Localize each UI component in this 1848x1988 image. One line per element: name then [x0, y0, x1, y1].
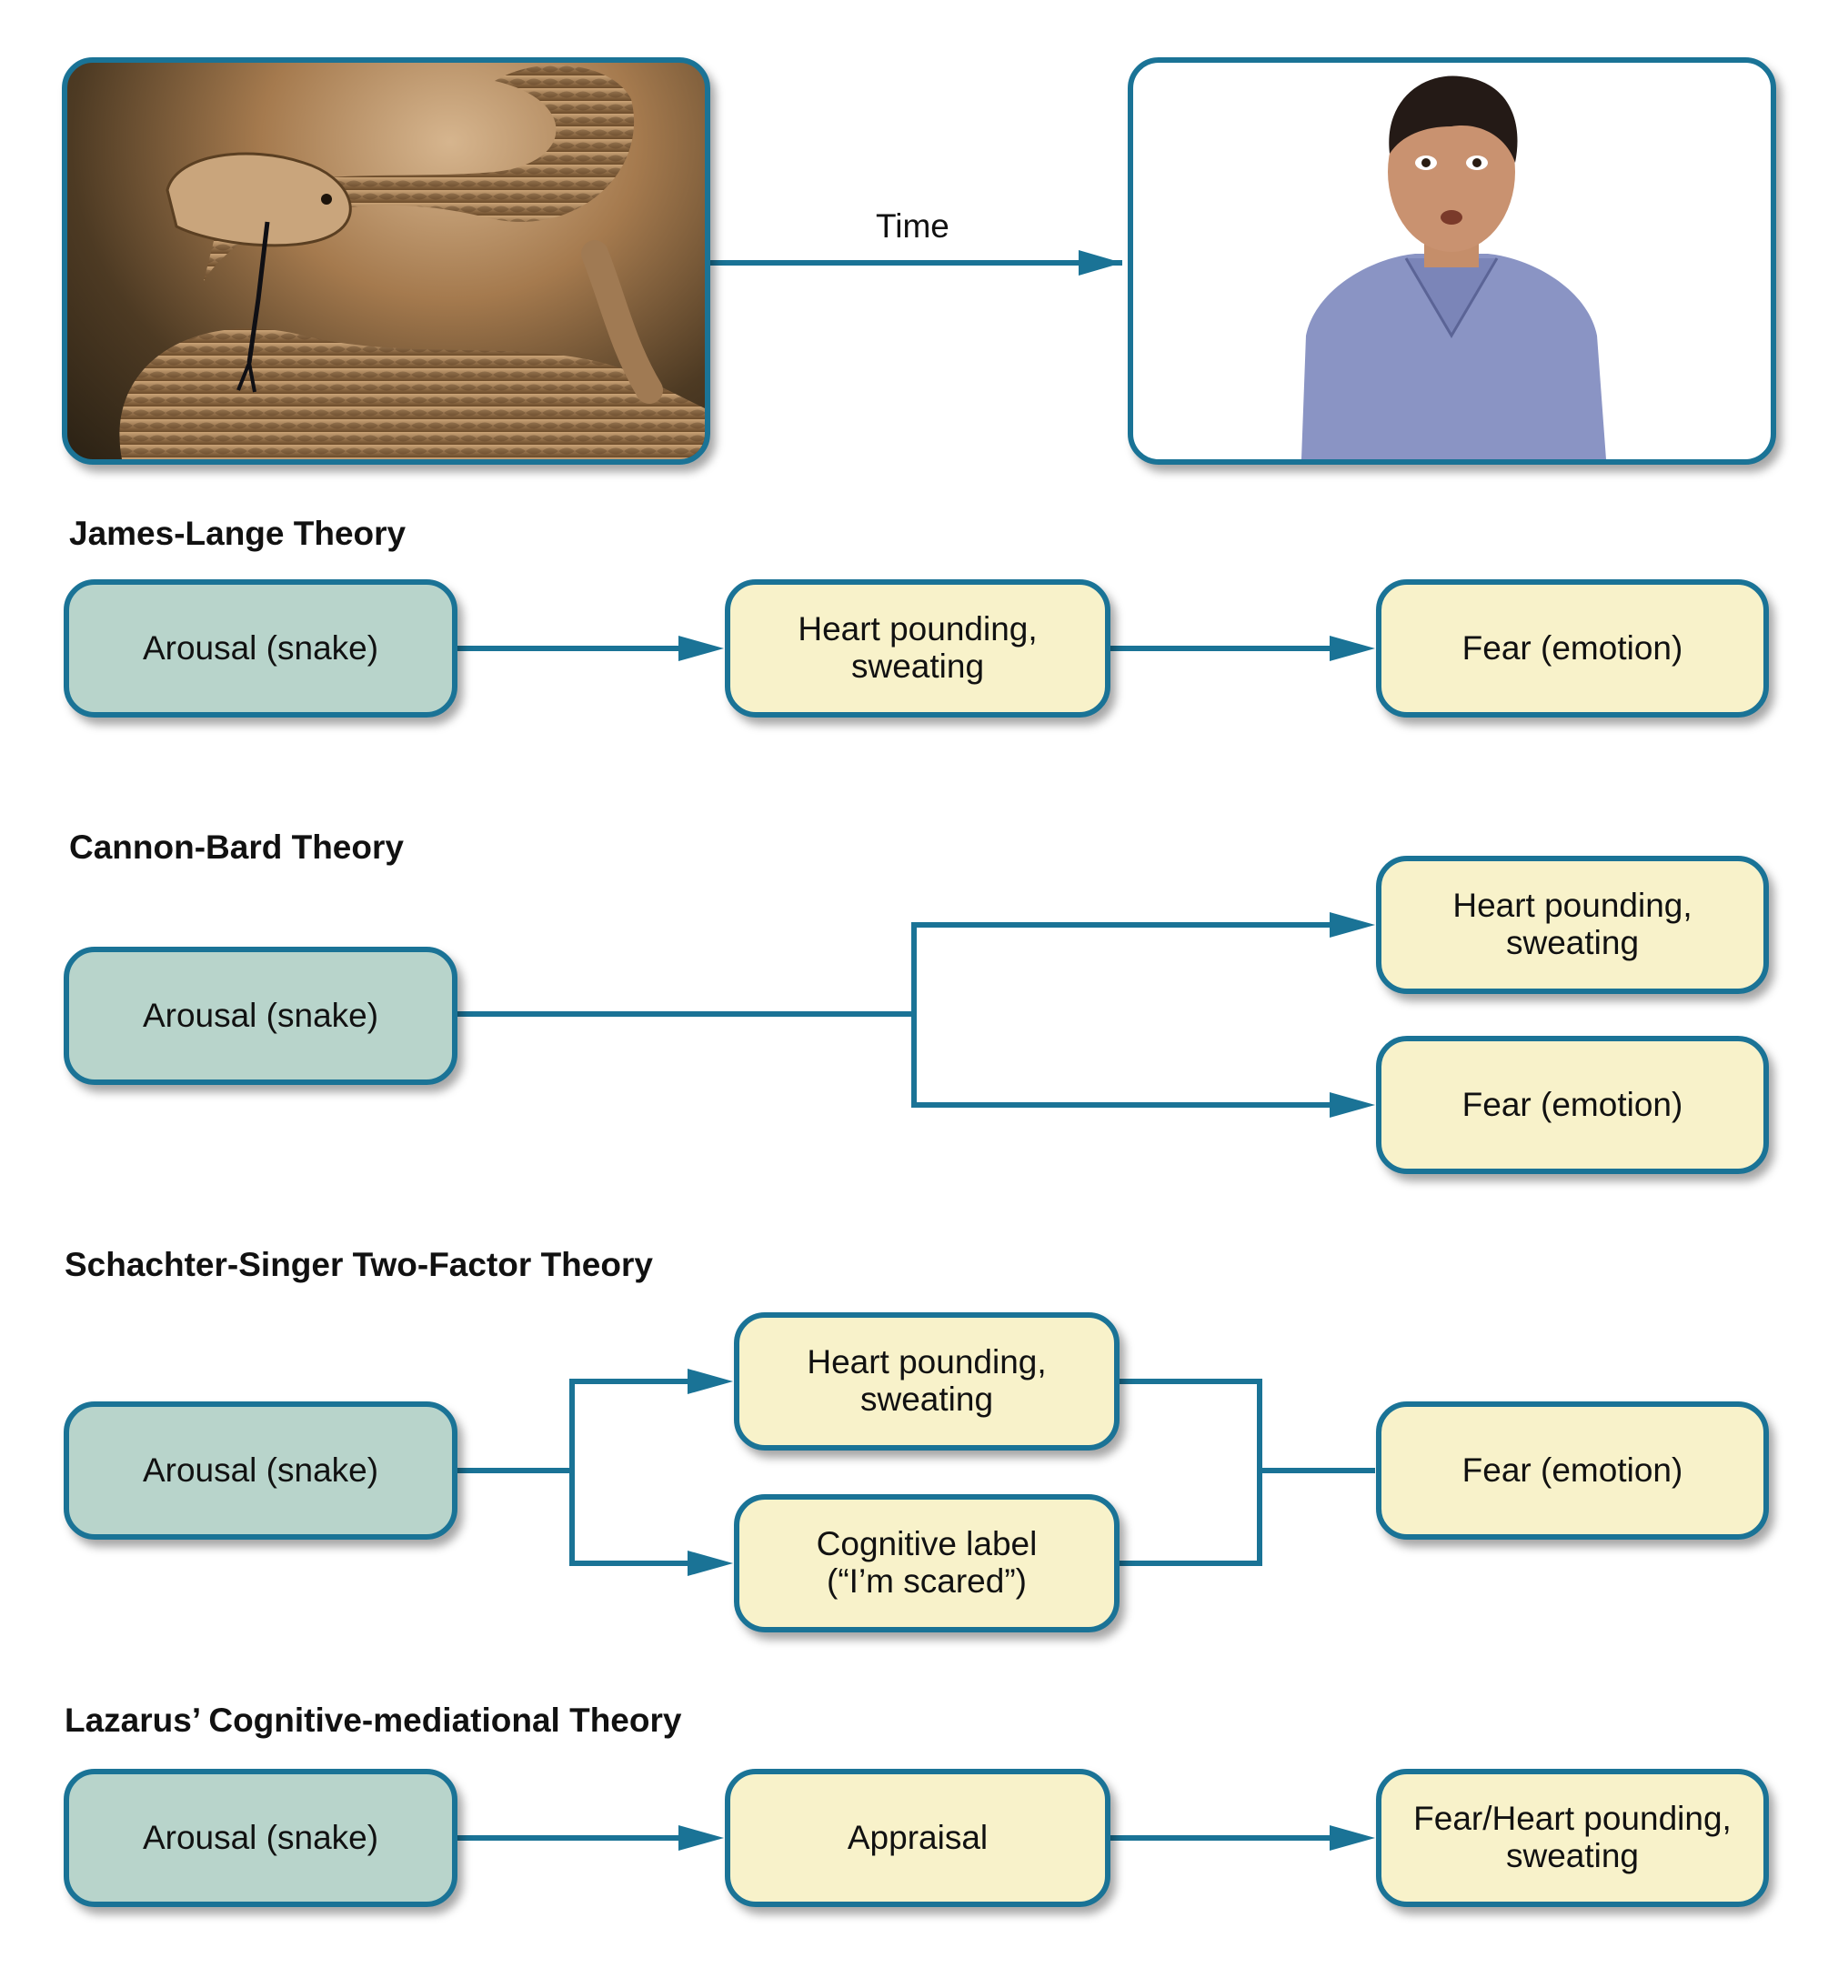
ss-cognitive-box: Cognitive label (“I’m scared”) — [734, 1494, 1120, 1632]
man-illustration — [1301, 75, 1606, 459]
cannon-bard-title: Cannon-Bard Theory — [69, 828, 404, 866]
ss-emotion-box: Fear (emotion) — [1376, 1401, 1769, 1540]
lazarus-title: Lazarus’ Cognitive-mediational Theory — [65, 1702, 682, 1739]
jl-emotion-box: Fear (emotion) — [1376, 579, 1769, 718]
ss-physiology-box: Heart pounding, sweating — [734, 1312, 1120, 1451]
cb-arrowhead-lower — [1330, 1092, 1375, 1118]
schachter-singer-title: Schachter-Singer Two-Factor Theory — [65, 1246, 653, 1283]
lz-arrowhead-2 — [1330, 1825, 1375, 1851]
lz-arousal-box: Arousal (snake) — [64, 1769, 457, 1907]
cb-emotion-label: Fear (emotion) — [1461, 1085, 1683, 1123]
snake-photo — [62, 57, 710, 465]
ss-arousal-box: Arousal (snake) — [64, 1401, 457, 1540]
cb-branch-upper — [911, 922, 1337, 1014]
cb-emotion-box: Fear (emotion) — [1376, 1036, 1769, 1174]
time-arrowhead — [1079, 250, 1122, 276]
ss-merge — [1119, 1379, 1262, 1566]
jl-arrowhead-1 — [678, 636, 724, 661]
cb-arousal-label: Arousal (snake) — [142, 996, 379, 1034]
ss-branch-upper — [569, 1379, 695, 1471]
lz-arousal-label: Arousal (snake) — [142, 1818, 379, 1856]
cb-arousal-box: Arousal (snake) — [64, 947, 457, 1085]
cb-physiology-label: Heart pounding, sweating — [1452, 887, 1692, 961]
ss-emotion-label: Fear (emotion) — [1461, 1451, 1683, 1489]
lz-appraisal-label: Appraisal — [847, 1818, 989, 1856]
lz-outcome-label: Fear/Heart pounding, sweating — [1413, 1800, 1732, 1874]
ss-arrowhead-upper — [688, 1369, 733, 1394]
lz-outcome-box: Fear/Heart pounding, sweating — [1376, 1769, 1769, 1907]
snake-illustration — [119, 65, 705, 459]
jl-arousal-label: Arousal (snake) — [142, 628, 379, 667]
ss-branch-lower — [569, 1471, 695, 1566]
ss-physiology-label: Heart pounding, sweating — [807, 1343, 1047, 1418]
cb-branch-lower — [911, 1014, 1337, 1108]
jl-physiology-label: Heart pounding, sweating — [798, 610, 1038, 685]
lz-appraisal-box: Appraisal — [725, 1769, 1110, 1907]
jl-arrowhead-2 — [1330, 636, 1375, 661]
ss-arousal-label: Arousal (snake) — [142, 1451, 379, 1489]
time-label: Time — [876, 207, 949, 245]
ss-cognitive-label: Cognitive label (“I’m scared”) — [816, 1525, 1038, 1600]
jl-arousal-box: Arousal (snake) — [64, 579, 457, 718]
ss-arrowhead-lower — [688, 1551, 733, 1576]
cb-physiology-box: Heart pounding, sweating — [1376, 856, 1769, 994]
lz-arrowhead-1 — [678, 1825, 724, 1851]
cb-arrowhead-upper — [1330, 912, 1375, 938]
james-lange-title: James-Lange Theory — [69, 515, 407, 552]
frightened-man-photo — [1128, 57, 1776, 465]
jl-emotion-label: Fear (emotion) — [1461, 628, 1683, 667]
jl-physiology-box: Heart pounding, sweating — [725, 579, 1110, 718]
